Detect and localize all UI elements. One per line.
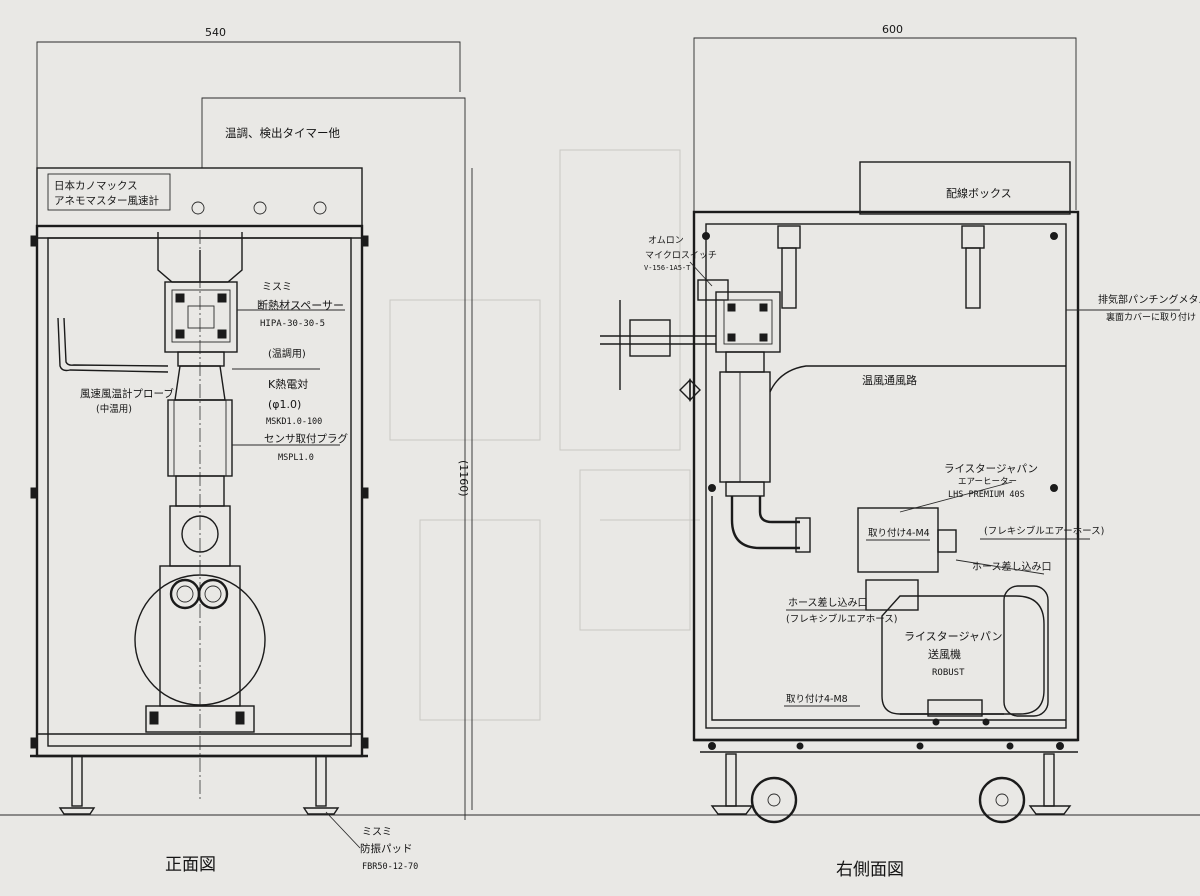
hose-label-right: (フレキシブルエアーホース): [984, 525, 1104, 537]
pad-name: 防振パッド: [360, 842, 413, 855]
spacer-maker: ミスミ: [262, 282, 292, 293]
probe-name: 風速風温計プローブ: [80, 387, 174, 400]
thermocouple-name: K熱電対: [268, 377, 308, 391]
front-width-dim: 540: [205, 26, 226, 39]
blower-mount-label: 取り付け4-M8: [786, 694, 848, 705]
temp-control-note: (温調用): [268, 347, 306, 360]
anemometer-name: アネモマスター風速計: [54, 194, 159, 207]
probe-subnote: (中温用): [96, 403, 132, 415]
heater-mount-label: 取り付け4-M4: [868, 528, 930, 539]
hose-inlet-left: ホース差し込み口: [788, 596, 868, 609]
heater-name: エアーヒーター: [958, 477, 1017, 487]
switch-name: マイクロスイッチ: [645, 250, 717, 261]
pad-part: FBR50-12-70: [362, 862, 418, 872]
blower-maker: ライスタージャパン: [904, 630, 1002, 643]
sensor-plug-name: センサ取付プラグ: [264, 432, 348, 445]
side-width-dim: 600: [882, 23, 903, 36]
heater-model: LHS PREMIUM 40S: [948, 490, 1025, 500]
punching-metal-label: 排気部パンチングメタル: [1098, 293, 1200, 306]
wiring-box-label: 配線ボックス: [946, 186, 1012, 200]
duct-label: 温風通風路: [862, 374, 917, 387]
anemometer-maker: 日本カノマックス: [54, 179, 138, 192]
side-view-title: 右側面図: [836, 860, 904, 880]
punching-metal-note: 裏面カバーに取り付け: [1106, 311, 1196, 323]
switch-part: V-156-1A5-T: [644, 264, 691, 272]
blower-name: 送風機: [928, 647, 961, 661]
thermocouple-part: MSKD1.0-100: [266, 417, 322, 427]
thermocouple-dia: (φ1.0): [268, 398, 301, 411]
front-top-box-label: 温調、検出タイマー他: [225, 126, 340, 140]
heater-maker: ライスタージャパン: [944, 463, 1038, 475]
side-view: 600 配線ボックス 排気部パンチングメタル 裏面カバーに取り付け オムロン マ…: [600, 23, 1200, 880]
hose-inlet-right: ホース差し込み口: [972, 560, 1052, 573]
front-view-title: 正面図: [165, 855, 216, 875]
spacer-part: HIPA-30-30-5: [260, 319, 325, 329]
pad-maker: ミスミ: [362, 827, 392, 838]
blower-model: ROBUST: [932, 668, 965, 678]
front-height-dim: (1160): [457, 460, 470, 497]
front-view: 540 温調、検出タイマー他 (1160) 日本カノマックス アネモマスター風速…: [0, 26, 1200, 875]
paper-show-through: [389, 149, 700, 721]
hose-label-left: (フレキシブルエアホース): [786, 613, 897, 625]
switch-maker: オムロン: [648, 235, 684, 246]
spacer-name: 断熱材スペーサー: [257, 298, 344, 312]
sensor-plug-part: MSPL1.0: [278, 453, 314, 463]
